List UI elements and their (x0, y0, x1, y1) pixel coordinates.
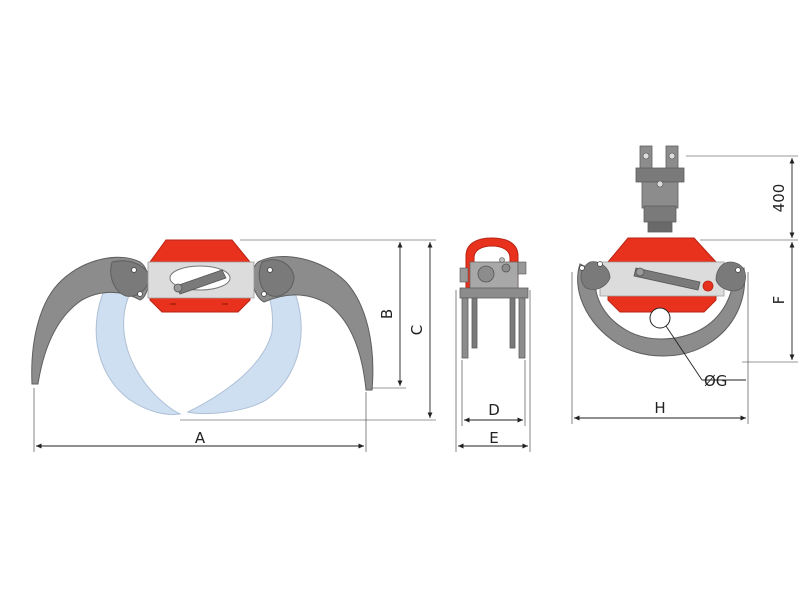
dim-label-f: F (770, 296, 788, 305)
side-view (459, 237, 529, 359)
dimension-labels: A B C D E F ØG H 400 (195, 184, 788, 447)
front-ghost-jaw-right (186, 281, 302, 414)
dim-label-400: 400 (770, 184, 788, 213)
rotator-jaw (577, 263, 746, 357)
dim-label-g: ØG (704, 372, 727, 390)
dim-label-e: E (489, 429, 498, 447)
dim-label-h: H (654, 399, 665, 417)
front-view (31, 239, 374, 415)
dim-label-d: D (488, 401, 500, 419)
dim-label-c: C (408, 325, 426, 335)
dim-label-b: B (378, 309, 396, 319)
dim-label-a: A (195, 429, 206, 447)
side-tine-outer-left (461, 297, 469, 359)
dimension-lines (33, 155, 798, 452)
side-tine-outer-right (518, 297, 526, 359)
diameter-g-circle (649, 307, 671, 329)
rotator-view (577, 145, 746, 357)
front-ghost-jaw-left (95, 281, 182, 415)
